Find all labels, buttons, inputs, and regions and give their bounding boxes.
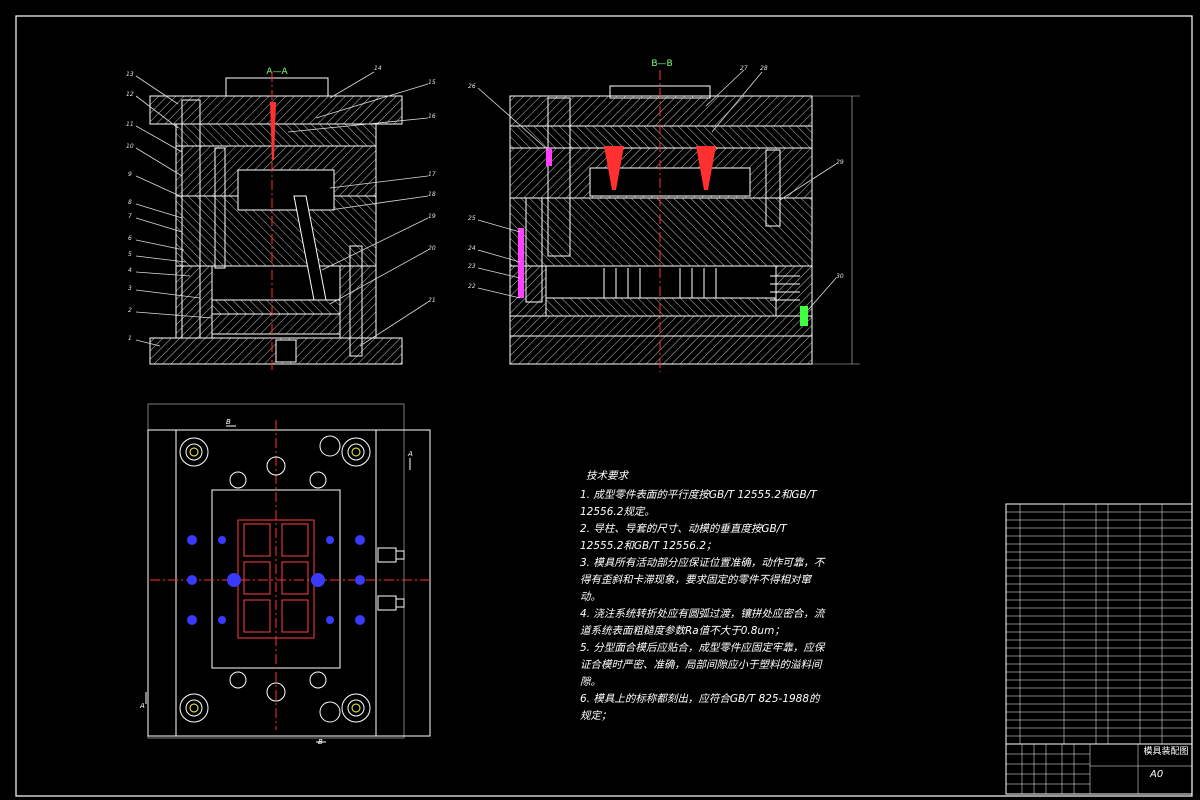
svg-text:15: 15 bbox=[428, 79, 436, 86]
part-numbers-b-b: 26 25 24 23 22 27 28 29 30 bbox=[468, 65, 844, 290]
svg-text:21: 21 bbox=[428, 297, 436, 304]
drawing-border bbox=[15, 15, 1193, 797]
svg-text:8: 8 bbox=[128, 199, 132, 206]
svg-text:7: 7 bbox=[128, 213, 132, 220]
svg-text:9: 9 bbox=[128, 171, 132, 178]
svg-text:6: 6 bbox=[128, 235, 132, 242]
svg-text:2: 2 bbox=[128, 307, 132, 314]
note-item: 4. 浇注系统转折处应有圆弧过渡，镶拼处应密合，流道系统表面粗糙度参数Ra值不大… bbox=[580, 608, 825, 637]
svg-text:1: 1 bbox=[128, 335, 132, 342]
svg-text:14: 14 bbox=[374, 65, 382, 72]
svg-text:17: 17 bbox=[428, 171, 436, 178]
svg-text:5: 5 bbox=[128, 251, 132, 258]
note-item: 5. 分型面合模后应贴合，成型零件应固定牢靠，应保证合模时严密、准确，局部间隙应… bbox=[580, 642, 825, 688]
svg-text:22: 22 bbox=[468, 283, 476, 290]
svg-text:30: 30 bbox=[836, 273, 844, 280]
svg-text:25: 25 bbox=[468, 215, 476, 222]
parts-list-table bbox=[1005, 503, 1193, 795]
note-item: 3. 模具所有活动部分应保证位置准确，动作可靠，不得有歪斜和卡滞现象，要求固定的… bbox=[580, 557, 825, 603]
section-b-b-label: B—B bbox=[651, 59, 672, 69]
svg-text:19: 19 bbox=[428, 213, 436, 220]
note-item: 6. 模具上的标称都刻出，应符合GB/T 825-1988的规定； bbox=[580, 693, 820, 722]
svg-text:A: A bbox=[407, 450, 413, 458]
note-item: 2. 导柱、导套的尺寸、动模的垂直度按GB/T 12555.2和GB/T 125… bbox=[580, 523, 787, 552]
svg-text:A: A bbox=[139, 702, 145, 710]
svg-text:B: B bbox=[226, 418, 231, 426]
svg-text:4: 4 bbox=[128, 267, 132, 274]
sheet-size: A0 bbox=[1150, 769, 1164, 780]
leaders-a-a bbox=[135, 71, 429, 347]
svg-text:10: 10 bbox=[126, 143, 134, 150]
svg-text:13: 13 bbox=[126, 71, 134, 78]
svg-text:20: 20 bbox=[428, 245, 436, 252]
section-view-a-a: A—A bbox=[149, 67, 403, 372]
notes-list: 1. 成型零件表面的平行度按GB/T 12555.2和GB/T 12556.2规… bbox=[580, 487, 830, 725]
plan-view: B B A A bbox=[139, 403, 431, 746]
svg-text:28: 28 bbox=[760, 65, 768, 72]
leaders-b-b bbox=[477, 69, 837, 311]
svg-text:27: 27 bbox=[740, 65, 748, 72]
technical-requirements: 技术要求 1. 成型零件表面的平行度按GB/T 12555.2和GB/T 125… bbox=[580, 468, 830, 725]
section-a-a-label: A—A bbox=[266, 67, 288, 77]
svg-text:24: 24 bbox=[468, 245, 476, 252]
part-numbers-a-a: 13 12 11 10 9 8 7 6 5 4 3 2 1 14 15 16 17 18 19 20 21 bbox=[126, 65, 436, 342]
drawing-title: 模具装配图 bbox=[1143, 747, 1189, 757]
svg-text:11: 11 bbox=[126, 121, 134, 128]
svg-text:23: 23 bbox=[468, 263, 476, 270]
svg-text:12: 12 bbox=[126, 91, 134, 98]
svg-text:3: 3 bbox=[128, 285, 132, 292]
svg-text:16: 16 bbox=[428, 113, 436, 120]
svg-text:18: 18 bbox=[428, 191, 436, 198]
svg-text:29: 29 bbox=[836, 159, 844, 166]
note-item: 1. 成型零件表面的平行度按GB/T 12555.2和GB/T 12556.2规… bbox=[580, 489, 817, 518]
notes-title: 技术要求 bbox=[586, 470, 628, 482]
svg-text:26: 26 bbox=[468, 83, 476, 90]
svg-text:B: B bbox=[318, 738, 323, 746]
section-view-b-b: B—B bbox=[509, 59, 860, 372]
